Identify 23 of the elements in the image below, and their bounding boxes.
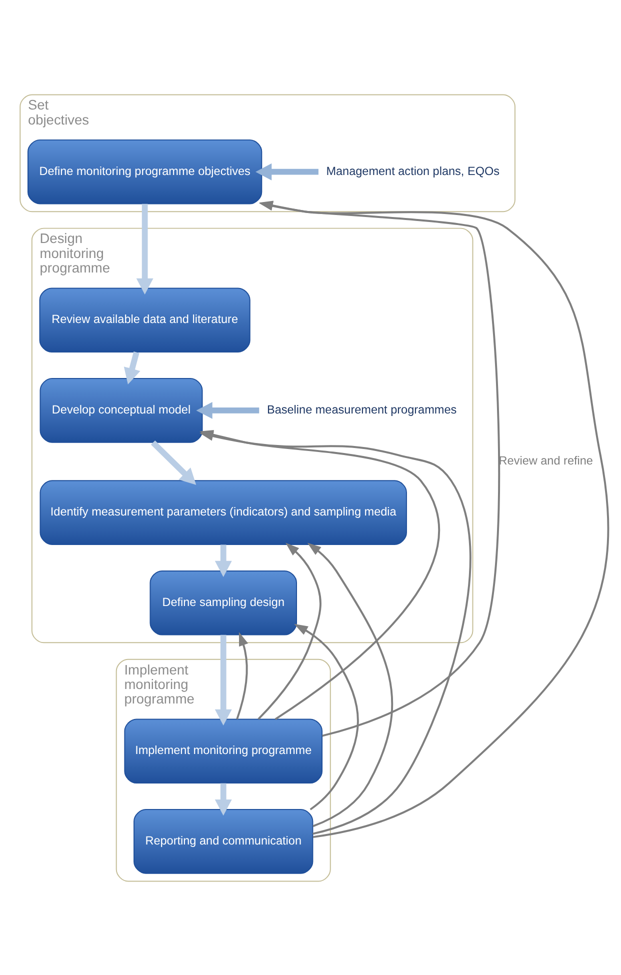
arrow [236,632,248,719]
arrow [214,544,232,577]
node-box: Reporting and communication [134,808,314,874]
arrow [196,401,260,418]
node-box: Implement monitoring programme [124,718,323,784]
arrow [255,162,318,180]
node-box: Develop conceptual model [40,378,203,442]
node-box: Review available data and literature [39,287,250,352]
arrow [258,542,322,720]
edge-label: Review and refine [498,454,593,468]
arrow [307,542,393,827]
arrow [150,440,196,484]
arrow [214,634,232,725]
node-text: Baseline measurement programmes [266,402,457,416]
arrow [214,782,232,816]
arrow [124,350,140,384]
arrow [199,430,472,834]
node-text: Management action plans, EQOs [326,164,500,178]
arrow [294,623,359,810]
node-box: Define sampling design [150,570,297,635]
node-box: Identify measurement parameters (indicators) and sampling media [40,480,407,544]
node-box: Define monitoring programme objectives [28,138,262,204]
arrow [136,203,154,294]
